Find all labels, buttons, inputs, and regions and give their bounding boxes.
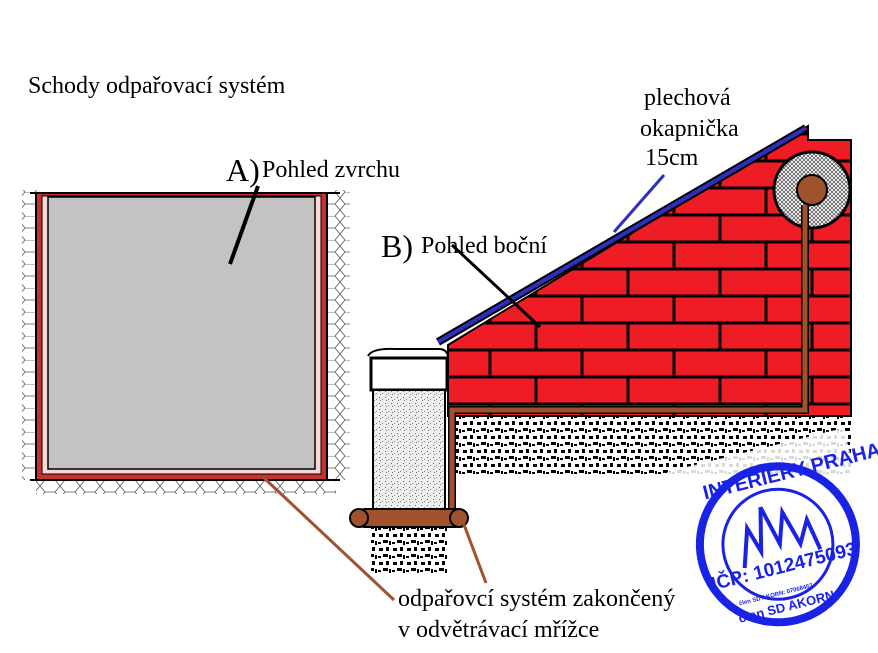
brick-wall <box>448 126 851 416</box>
vent-caption-line2: v odvětrávací mřížce <box>398 617 600 643</box>
step-body <box>372 389 446 513</box>
pointer-drip <box>612 174 666 233</box>
label-a-letter: A) <box>226 152 260 188</box>
drip-edge-label-line2: okapnička <box>640 116 739 142</box>
company-stamp: INTERIÉRY PRAHA IČP: 1012475093 člen SD … <box>667 427 878 653</box>
step-tread <box>369 356 449 392</box>
pointer-vent-right <box>461 521 488 584</box>
drip-edge-label-line3: 15cm <box>645 145 699 171</box>
pipe-end <box>796 174 828 206</box>
slab-top-view <box>47 196 316 470</box>
label-b-text: Pohled boční <box>421 233 547 259</box>
bottom-wall-hatch <box>36 480 336 494</box>
top-view-diagram <box>22 185 350 494</box>
label-b-letter: B) <box>381 228 413 264</box>
step-footing <box>371 528 447 573</box>
drip-edge-label-line1: plechová <box>644 85 731 111</box>
diagram-title: Schody odpařovací systém <box>28 73 286 99</box>
pointer-vent-left <box>261 475 396 602</box>
vent-caption-line1: odpařovcí systém zakončený <box>398 586 676 612</box>
label-a-text: Pohled zvrchu <box>262 157 400 183</box>
side-view-diagram <box>261 124 852 602</box>
right-wall-hatch <box>326 190 350 480</box>
pointer-a <box>228 185 260 265</box>
pipe-cross-section <box>356 508 464 528</box>
pointer-b <box>450 243 542 329</box>
